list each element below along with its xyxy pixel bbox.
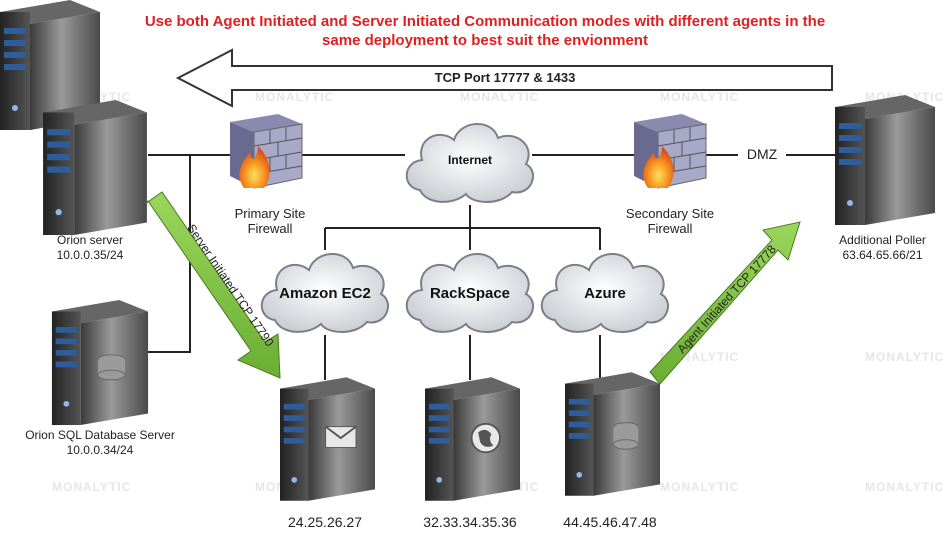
agent-initiated-arrow — [649, 221, 801, 385]
cloud-label-azure: Azure — [584, 285, 626, 302]
tcp-port-arrow — [175, 48, 833, 108]
orion-server-label: Orion server 10.0.0.35/24 — [56, 233, 124, 262]
server-initiated-arrow — [144, 191, 281, 379]
agent-ip-1: 24.25.26.27 — [288, 514, 362, 530]
agent-ip-2: 32.33.34.35.36 — [423, 514, 517, 530]
primary-firewall-label: Primary Site Firewall — [234, 206, 306, 236]
agent-server-email-icon — [280, 377, 375, 501]
internet-cloud-icon — [405, 123, 534, 203]
agent-server-globe-icon — [425, 377, 520, 501]
watermark: MONALYTIC — [460, 90, 540, 104]
additional-poller-label: Additional Poller 63.64.65.66/21 — [839, 233, 926, 262]
dmz-label: DMZ — [738, 146, 786, 162]
azure-cloud-icon — [540, 253, 669, 333]
watermark: MONALYTIC — [865, 480, 945, 494]
internet-label: Internet — [447, 153, 492, 167]
watermark: MONALYTIC — [660, 90, 740, 104]
sql-server-label: Orion SQL Database Server 10.0.0.34/24 — [25, 428, 175, 457]
amazon-ec2-cloud-icon — [260, 253, 389, 333]
watermark: MONALYTIC — [865, 350, 945, 364]
agent-server-database-icon — [565, 372, 660, 496]
watermark: MONALYTIC — [52, 480, 132, 494]
title-line-2: same deployment to best suit the envionm… — [322, 32, 648, 49]
watermark: MONALYTIC — [255, 90, 335, 104]
title-line-1: Use both Agent Initiated and Server Init… — [144, 13, 826, 30]
rackspace-cloud-icon — [405, 253, 534, 333]
watermark: MONALYTIC — [660, 480, 740, 494]
cloud-label-rackspace: RackSpace — [429, 285, 511, 302]
primary-firewall-icon — [230, 114, 303, 189]
tcp-port-label: TCP Port 17777 & 1433 — [434, 70, 576, 85]
secondary-firewall-label: Secondary Site Firewall — [625, 206, 715, 236]
agent-ip-3: 44.45.46.47.48 — [563, 514, 657, 530]
diagram-title: Use both Agent Initiated and Server Init… — [60, 12, 910, 50]
sql-database-server-icon — [51, 300, 149, 425]
cloud-label-amazon-ec2: Amazon EC2 — [279, 285, 371, 302]
secondary-firewall-icon — [634, 114, 707, 189]
